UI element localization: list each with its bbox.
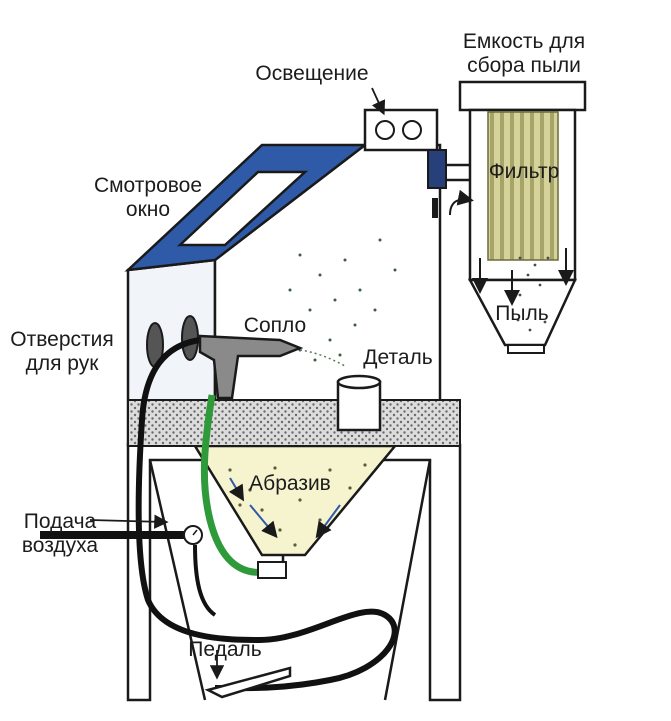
abrasive-flow-arrow-left bbox=[249, 504, 278, 539]
air-supply-leader bbox=[89, 514, 169, 529]
collector-outlet bbox=[507, 344, 545, 354]
air-hose-black bbox=[135, 337, 261, 643]
filter-element bbox=[487, 111, 559, 261]
connector-post bbox=[432, 198, 438, 218]
base-inner-line-right bbox=[383, 459, 432, 701]
blast-gun bbox=[198, 334, 346, 400]
label-air-supply-line2: воздуха bbox=[22, 534, 99, 557]
abrasive-flow-arrow-small bbox=[228, 477, 245, 502]
hopper-valve bbox=[257, 561, 287, 579]
abrasive-flow-arrow-right bbox=[315, 504, 341, 539]
lamp-right bbox=[402, 120, 422, 140]
label-dust-container-line1: Емкость для bbox=[463, 30, 585, 53]
dust-collector bbox=[446, 80, 587, 354]
abrasive-hose-green bbox=[200, 394, 266, 576]
label-dust: Пыль bbox=[495, 302, 548, 325]
collector-lid bbox=[458, 80, 587, 112]
foot-pedal bbox=[204, 666, 292, 699]
label-nozzle: Сопло bbox=[244, 314, 306, 337]
workpiece-part bbox=[336, 374, 382, 432]
label-dust-container-line2: сбора пыли bbox=[467, 54, 581, 77]
labels: Емкость для сбора пыли Освещение Смотров… bbox=[10, 30, 585, 661]
dust-particles bbox=[516, 256, 550, 332]
label-lighting: Освещение bbox=[255, 62, 368, 85]
lighting-box bbox=[363, 108, 439, 152]
hoses bbox=[40, 337, 398, 699]
base-inner-line-left bbox=[148, 459, 207, 701]
label-filter: Фильтр bbox=[489, 160, 560, 183]
abrasive-hopper bbox=[192, 444, 398, 557]
label-pedal: Педаль bbox=[188, 638, 261, 661]
label-air-supply-line1: Подача bbox=[24, 510, 97, 533]
viewing-window bbox=[176, 170, 309, 247]
leader-arrows bbox=[89, 87, 386, 680]
blast-particles bbox=[288, 238, 397, 362]
lighting-leader bbox=[371, 87, 386, 116]
label-hand-holes-line1: Отверстия bbox=[10, 328, 113, 351]
cabinet-base bbox=[126, 443, 462, 702]
pedal-hose-black bbox=[214, 608, 398, 692]
label-workpiece: Деталь bbox=[363, 346, 433, 369]
lamp-left bbox=[375, 120, 395, 140]
work-grate bbox=[127, 399, 461, 447]
label-hand-holes-line2: для рук bbox=[26, 352, 100, 375]
cabinet-body bbox=[124, 108, 461, 447]
label-viewing-window-line1: Смотровое bbox=[94, 174, 202, 197]
label-viewing-window-line2: окно bbox=[126, 198, 170, 221]
exhaust-connector bbox=[427, 149, 447, 189]
airflow-arrow-in bbox=[449, 189, 474, 216]
abrasive-grains bbox=[228, 463, 367, 547]
label-abrasive: Абразив bbox=[249, 472, 331, 495]
